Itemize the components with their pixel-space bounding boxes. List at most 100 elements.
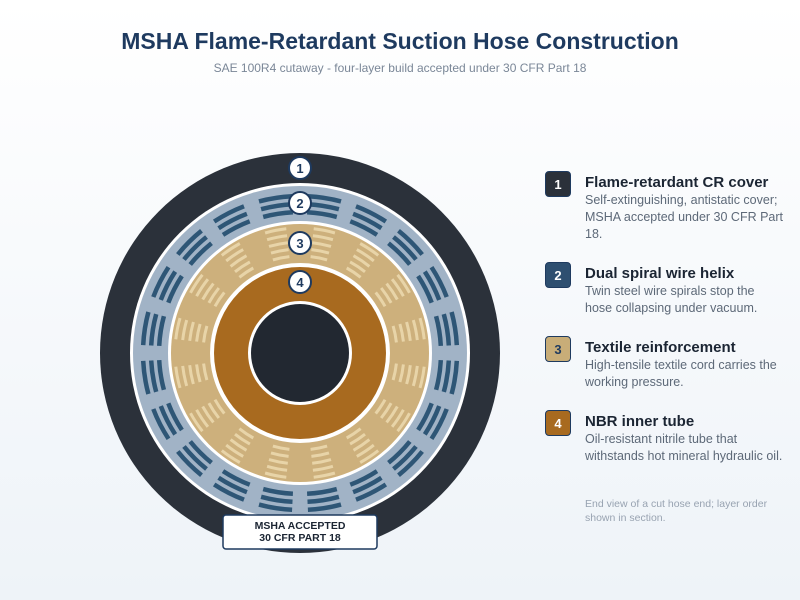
textile-strand [418, 366, 426, 389]
textile-strand [213, 291, 226, 308]
textile-strand [195, 278, 210, 297]
textile-strand [396, 412, 411, 433]
wire-dash [392, 445, 418, 471]
wire-dash [258, 502, 293, 513]
legend-description: Oil-resistant nitrile tube that withstan… [585, 432, 783, 463]
legend-title: NBR inner tube [585, 413, 695, 430]
textile-strand [225, 248, 244, 263]
legend-description: High-tensile textile cord carries the wo… [585, 358, 777, 389]
textile-strand [311, 248, 330, 255]
legend-description: Self-extinguishing, antistatic cover; MS… [585, 193, 784, 241]
textile-strand [359, 449, 380, 464]
textile-strand [312, 458, 332, 465]
textile-strand [264, 471, 287, 479]
textile-strand [310, 444, 328, 451]
legend-title: Dual spiral wire helix [585, 265, 735, 282]
textile-strand [385, 405, 399, 424]
textile-strand [313, 227, 336, 235]
wire-dash [217, 475, 248, 495]
wire-dash [349, 469, 379, 487]
textile-strand [272, 444, 290, 451]
wire-dash [262, 486, 294, 497]
wire-dash [217, 211, 248, 231]
legend-description: Twin steel wire spirals stop the hose co… [585, 284, 758, 315]
textile-strand [201, 282, 215, 301]
textile-strand [405, 321, 412, 341]
wire-dash [156, 359, 167, 391]
textile-strand [390, 278, 405, 297]
textile-strand [398, 364, 405, 383]
textile-strand [213, 398, 226, 415]
wire-dash [182, 445, 208, 471]
textile-strand [189, 412, 204, 433]
textile-strand [380, 287, 393, 304]
wire-dash [188, 241, 213, 266]
wire-dash [392, 235, 418, 261]
textile-strand [374, 291, 387, 308]
textile-strand [312, 464, 334, 472]
wire-dash [188, 440, 213, 465]
textile-strand [349, 260, 366, 273]
wire-segments-group [140, 193, 460, 513]
wire-dash [182, 235, 208, 261]
wire-dash [349, 219, 379, 237]
wire-dash [352, 475, 383, 495]
layer-marker-2-label: 2 [296, 196, 303, 211]
wire-dash [221, 469, 251, 487]
textile-strand [195, 323, 202, 342]
legend-title: Textile reinforcement [585, 339, 736, 356]
textile-strand [356, 248, 375, 263]
layer-marker-2: 2 [288, 191, 312, 215]
textile-strand [181, 365, 189, 387]
wire-dash [151, 408, 171, 441]
layer-marker-3-label: 3 [296, 236, 303, 251]
wire-dash [212, 204, 245, 224]
stamp-line-2: 30 CFR PART 18 [259, 532, 341, 544]
wire-dash [352, 211, 383, 231]
textile-strand [270, 248, 289, 255]
textile-strand [390, 409, 405, 428]
layer-marker-3: 3 [288, 231, 312, 255]
textile-strand [201, 405, 215, 424]
textile-strands-group [174, 227, 426, 479]
wire-dash [387, 241, 412, 266]
wire-dash [397, 450, 424, 477]
wire-dash [140, 311, 151, 346]
wire-dash [221, 219, 251, 237]
textile-strand [189, 273, 204, 294]
wire-dash [441, 360, 452, 393]
textile-strand [356, 443, 375, 458]
textile-strand [396, 273, 411, 294]
textile-strand [238, 427, 255, 440]
wire-dash [307, 502, 342, 513]
textile-strand [418, 317, 426, 340]
textile-strand [220, 449, 241, 464]
wire-dash [449, 360, 460, 395]
textile-strand [181, 319, 189, 341]
textile-strand [312, 241, 332, 248]
wire-dash [166, 402, 184, 432]
textile-strand [229, 254, 248, 268]
wire-dash [433, 359, 444, 391]
wire-dash [140, 360, 151, 395]
textile-strand [174, 366, 182, 389]
wire-dash [212, 482, 245, 502]
textile-strand [405, 365, 412, 385]
textile-strand [349, 433, 366, 446]
textile-strand [234, 433, 251, 446]
legend-badge-4: 4 [545, 410, 571, 436]
textile-strand [195, 364, 202, 383]
wire-dash [260, 494, 293, 505]
textile-strand [380, 402, 393, 419]
textile-strand [391, 363, 398, 381]
textile-strand [359, 242, 380, 257]
layer-marker-1: 1 [288, 156, 312, 180]
hose-bore [251, 304, 349, 402]
wire-dash [158, 405, 178, 436]
wire-dash [158, 270, 178, 301]
wire-dash [449, 311, 460, 346]
layer-marker-4-label: 4 [296, 275, 304, 290]
textile-strand [352, 254, 371, 268]
textile-strand [195, 409, 210, 428]
